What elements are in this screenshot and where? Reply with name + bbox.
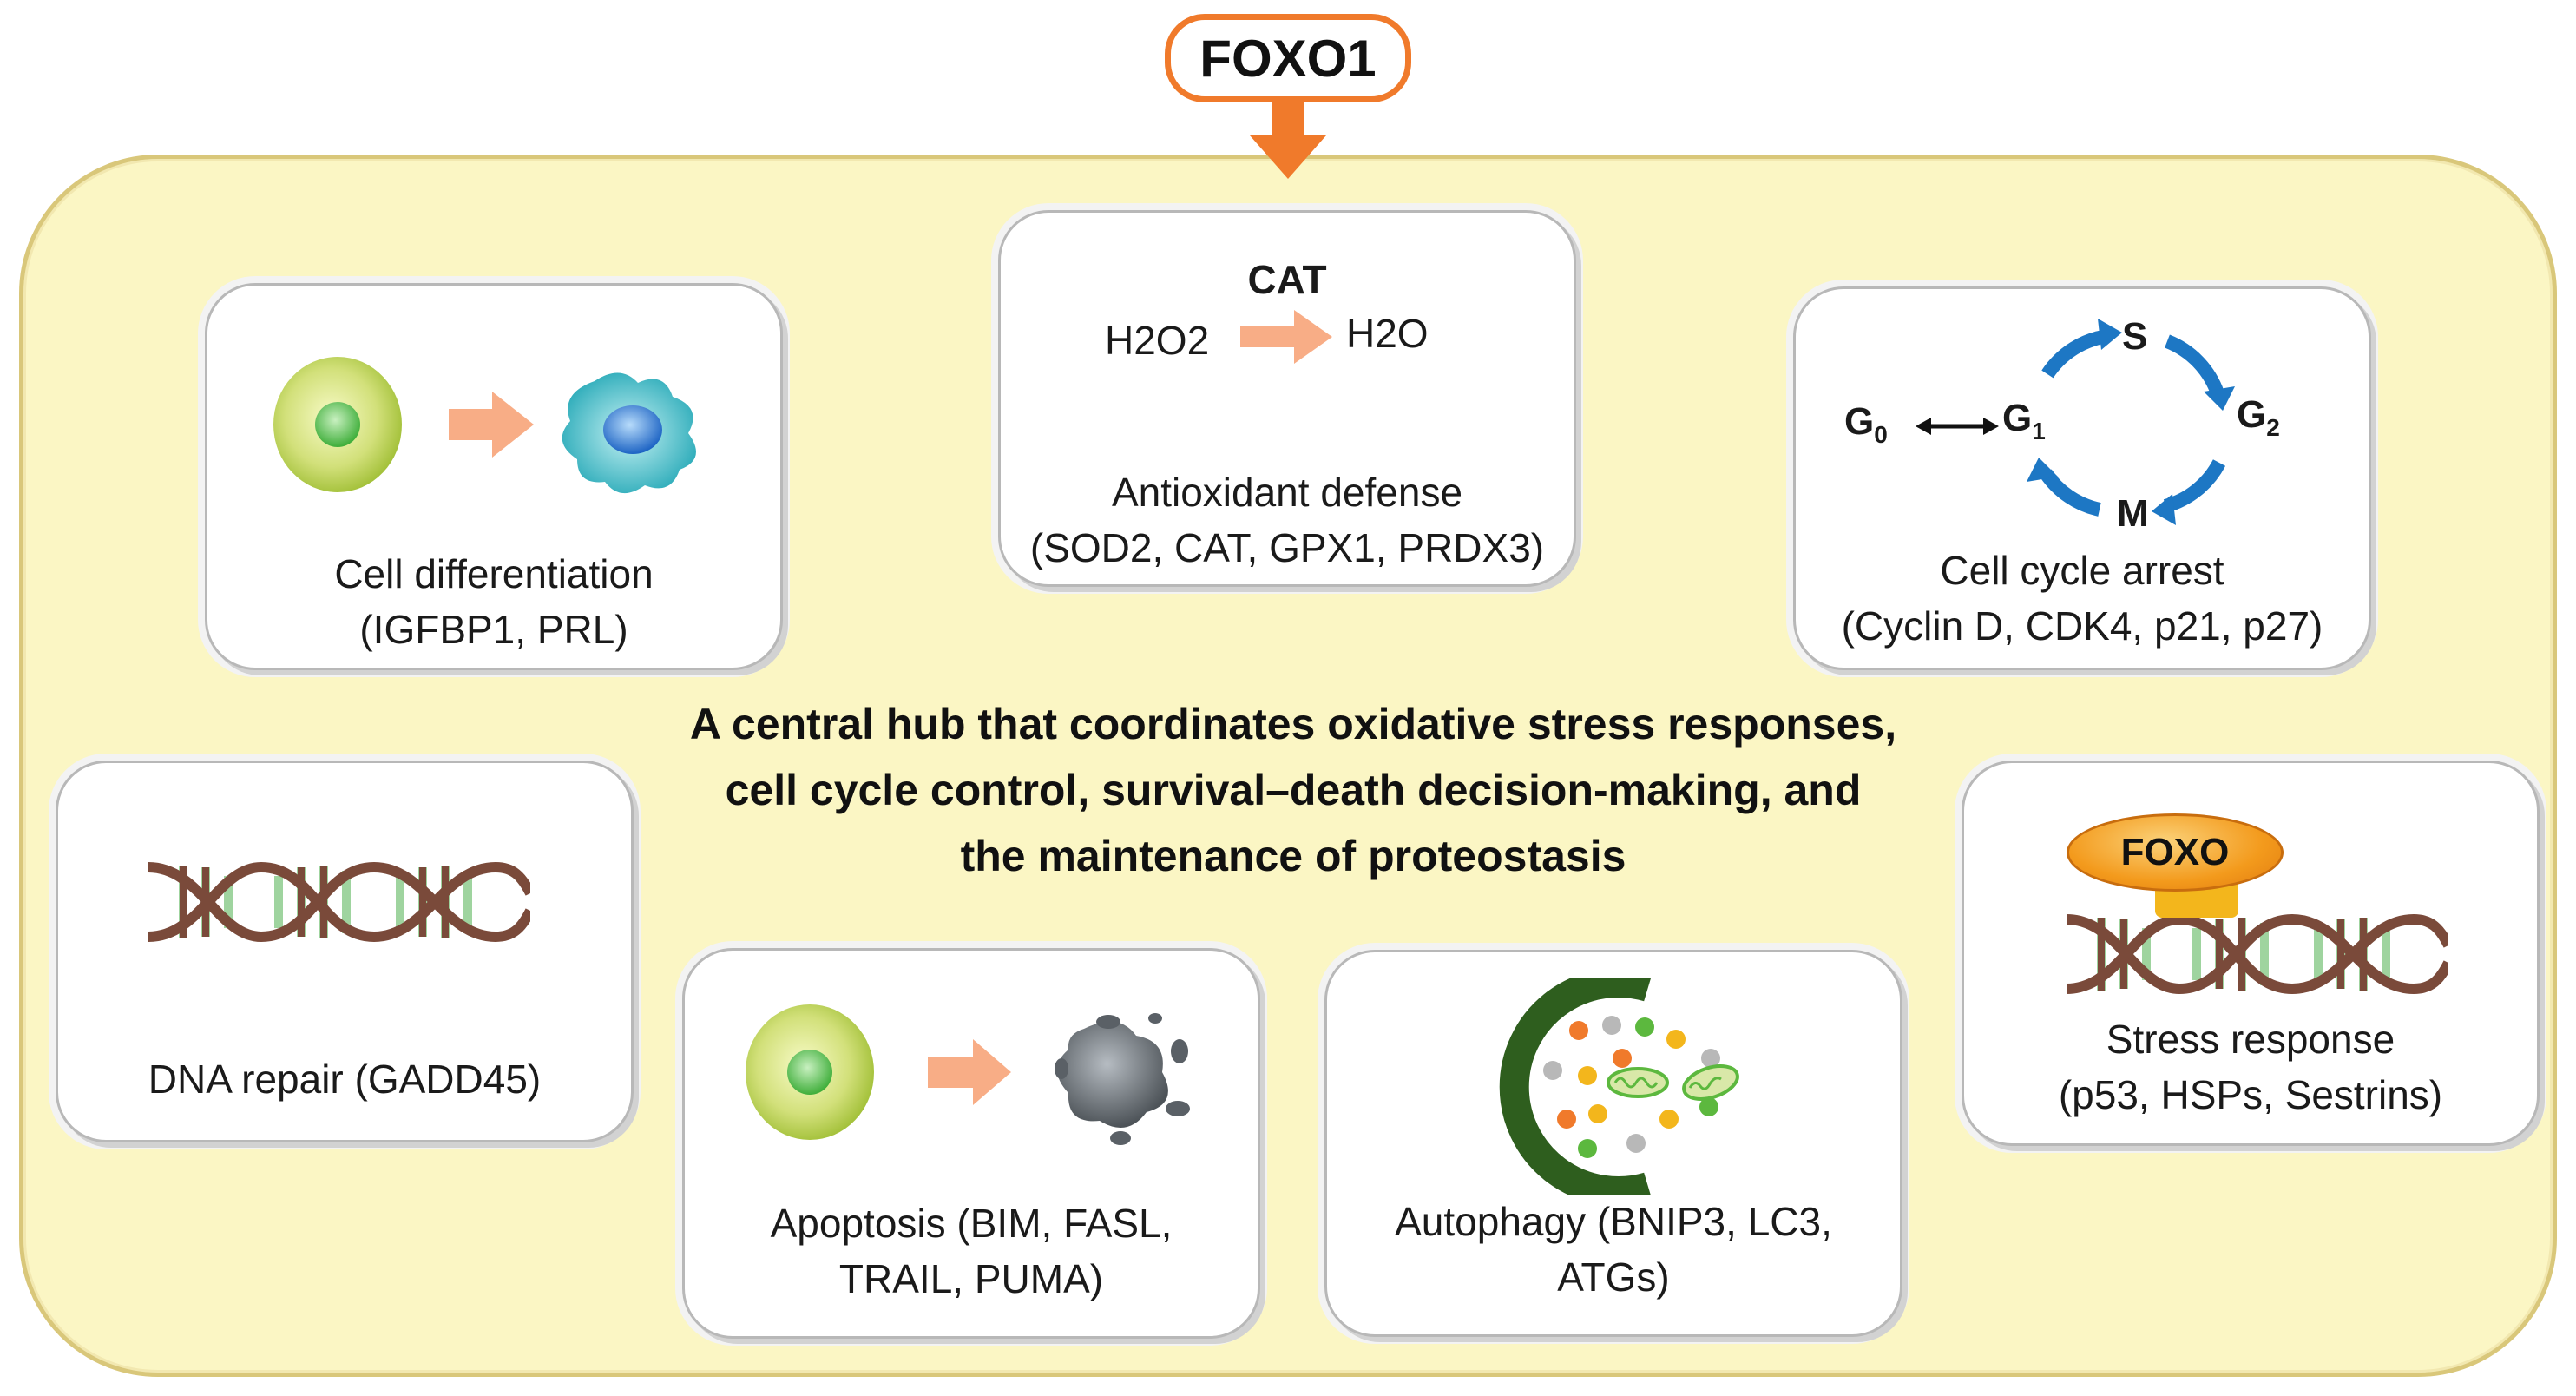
card-label: Autophagy (BNIP3, LC3, xyxy=(1395,1199,1832,1244)
phase-g2: G2 xyxy=(2237,393,2280,441)
down-arrow-icon xyxy=(1250,101,1326,179)
card-label: DNA repair (GADD45) xyxy=(148,1057,542,1102)
substrate-label: H2O2 xyxy=(1105,318,1210,363)
card-autophagy: Autophagy (BNIP3, LC3, ATGs) xyxy=(1324,950,1902,1337)
card-dna-repair: DNA repair (GADD45) xyxy=(56,761,634,1142)
phase-s: S xyxy=(2122,315,2148,358)
foxo1-title: FOXO1 xyxy=(1199,29,1377,88)
card-genes: (IGFBP1, PRL) xyxy=(359,607,628,652)
phase-g1: G1 xyxy=(2002,397,2046,444)
card-label: Apoptosis (BIM, FASL, xyxy=(770,1201,1173,1246)
foxo-protein: FOXO xyxy=(2067,813,2284,892)
autophagosome-icon xyxy=(1499,978,1739,1195)
card-label: Stress response xyxy=(2106,1017,2395,1062)
card-stress-response: FOXO Stress response (p53, HSPs, Sestrin… xyxy=(1962,761,2540,1146)
central-line: cell cycle control, survival–death decis… xyxy=(725,766,1862,814)
card-antioxidant-defense: CAT H2O2 H2O Antioxidant defense (SOD2, … xyxy=(998,210,1576,587)
cell-differentiation-icon xyxy=(273,357,696,494)
central-hub-description: A central hub that coordinates oxidative… xyxy=(555,691,2031,889)
central-line: A central hub that coordinates oxidative… xyxy=(689,700,1897,748)
card-genes: (p53, HSPs, Sestrins) xyxy=(2058,1072,2443,1117)
product-label: H2O xyxy=(1346,311,1429,356)
card-label: Cell differentiation xyxy=(334,551,654,596)
cell-cycle-icon xyxy=(2027,319,2235,525)
card-label: Antioxidant defense xyxy=(1111,470,1463,515)
card-cell-cycle-arrest: S G2 M G1 G0 Cell cycle arrest (Cyclin D… xyxy=(1793,286,2371,670)
card-genes: (SOD2, CAT, GPX1, PRDX3) xyxy=(1029,525,1545,570)
card-label: Cell cycle arrest xyxy=(1940,548,2224,593)
mitochondrion-icon xyxy=(1607,1067,1669,1098)
reaction-arrow-icon xyxy=(1240,310,1332,364)
card-genes: TRAIL, PUMA) xyxy=(838,1256,1104,1301)
phase-g0: G0 xyxy=(1844,400,1888,448)
card-cell-differentiation: Cell differentiation (IGFBP1, PRL) xyxy=(205,283,783,670)
apoptosis-icon xyxy=(746,1004,1190,1145)
double-arrow-icon xyxy=(1916,418,1999,435)
card-genes: (Cyclin D, CDK4, p21, p27) xyxy=(1841,603,2323,649)
central-line: the maintenance of proteostasis xyxy=(960,832,1626,880)
card-apoptosis: Apoptosis (BIM, FASL, TRAIL, PUMA) xyxy=(682,948,1260,1339)
catalase-label: CAT xyxy=(1247,257,1327,302)
phase-m: M xyxy=(2117,492,2149,535)
foxo-label: FOXO xyxy=(2120,831,2230,873)
foxo1-title-box: FOXO1 xyxy=(1165,14,1411,102)
dna-helix-icon xyxy=(2067,913,2448,995)
dna-helix-icon xyxy=(148,861,530,943)
card-genes: ATGs) xyxy=(1557,1254,1670,1300)
